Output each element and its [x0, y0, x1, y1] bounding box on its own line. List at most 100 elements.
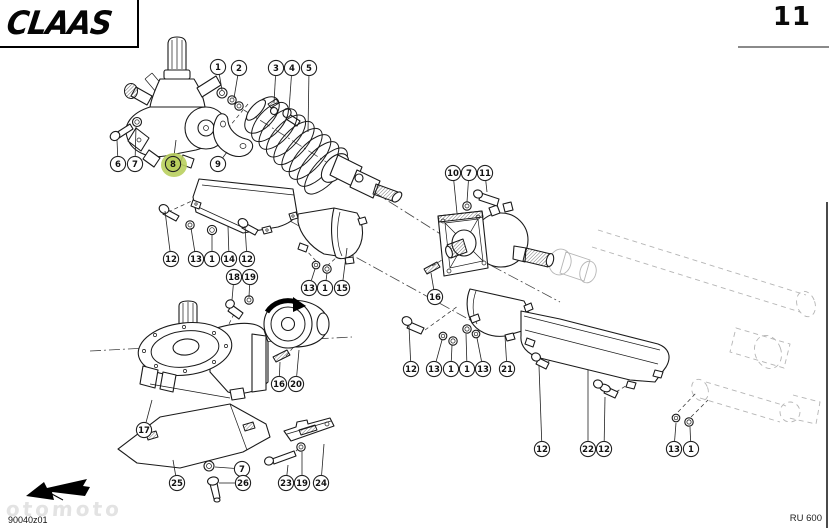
callout-1[interactable]: 1: [209, 58, 227, 91]
callout-number: 13: [428, 365, 440, 375]
callout-12[interactable]: 12: [402, 325, 420, 378]
callout-1[interactable]: 1: [316, 272, 334, 297]
callout-16[interactable]: 16: [426, 272, 444, 306]
callout-13[interactable]: 13: [425, 339, 443, 378]
callout-circle[interactable]: [283, 59, 301, 77]
callout-25[interactable]: 25: [168, 459, 186, 492]
callout-1[interactable]: 1: [203, 234, 221, 268]
callout-circle[interactable]: [300, 279, 318, 297]
callout-circle[interactable]: [164, 155, 182, 173]
callout-number: 12: [598, 445, 610, 455]
callout-circle[interactable]: [402, 360, 420, 378]
callout-circle[interactable]: [425, 360, 443, 378]
callout-2[interactable]: 2: [230, 59, 248, 99]
callout-13[interactable]: 13: [665, 422, 683, 458]
callout-12[interactable]: 12: [595, 396, 613, 458]
callout-circle[interactable]: [277, 474, 295, 492]
callout-circle[interactable]: [162, 250, 180, 268]
part-pulley-20: [263, 297, 330, 363]
callout-circle[interactable]: [682, 440, 700, 458]
callout-22[interactable]: 22: [579, 370, 597, 458]
callout-13[interactable]: 13: [300, 268, 318, 297]
callout-circle[interactable]: [460, 164, 478, 182]
callout-circle[interactable]: [209, 155, 227, 173]
callout-number: 25: [171, 479, 183, 489]
callout-12[interactable]: 12: [533, 365, 551, 458]
callout-9[interactable]: 9: [209, 151, 228, 173]
callout-circle[interactable]: [126, 155, 144, 173]
callout-circle[interactable]: [579, 440, 597, 458]
callout-7[interactable]: 7: [126, 126, 144, 173]
leader-line: [504, 335, 507, 361]
callout-11[interactable]: 11: [476, 164, 494, 193]
callout-1[interactable]: 1: [682, 426, 700, 458]
callout-10[interactable]: 10: [444, 164, 462, 214]
callout-circle[interactable]: [209, 58, 227, 76]
leader-line: [476, 337, 482, 362]
callout-circle[interactable]: [474, 360, 492, 378]
callout-12[interactable]: 12: [162, 210, 180, 268]
callout-circle[interactable]: [238, 250, 256, 268]
callout-circle[interactable]: [109, 155, 127, 173]
callout-circle[interactable]: [333, 279, 351, 297]
callout-23[interactable]: 23: [277, 464, 295, 492]
callout-15[interactable]: 15: [333, 247, 351, 297]
callout-circle[interactable]: [444, 164, 462, 182]
callout-5[interactable]: 5: [300, 59, 318, 133]
callout-16[interactable]: 16: [270, 361, 288, 393]
callout-number: 9: [215, 160, 221, 170]
callout-circle[interactable]: [533, 440, 551, 458]
callout-circle[interactable]: [225, 268, 243, 286]
callout-circle[interactable]: [498, 360, 516, 378]
part-nut-7-bolt-26: [203, 460, 221, 503]
callout-circle[interactable]: [230, 59, 248, 77]
callout-7[interactable]: 7: [460, 164, 478, 203]
callout-circle[interactable]: [442, 360, 460, 378]
callout-number: 13: [668, 445, 680, 455]
leader-line: [307, 76, 310, 133]
callout-number: 14: [223, 255, 235, 265]
callout-circle[interactable]: [241, 268, 259, 286]
callout-circle[interactable]: [476, 164, 494, 182]
callout-circle[interactable]: [267, 59, 285, 77]
callout-4[interactable]: 4: [283, 59, 301, 111]
callout-circle[interactable]: [135, 421, 153, 439]
callout-13[interactable]: 13: [187, 227, 205, 268]
callout-3[interactable]: 3: [267, 59, 285, 104]
callout-24[interactable]: 24: [312, 443, 330, 492]
callout-circle[interactable]: [168, 474, 186, 492]
part-upper-gearbox: [124, 36, 228, 169]
callout-circle[interactable]: [187, 250, 205, 268]
callout-circle[interactable]: [293, 474, 311, 492]
callout-1[interactable]: 1: [442, 344, 460, 378]
callout-19[interactable]: 19: [293, 452, 311, 492]
callout-8[interactable]: 8: [161, 139, 187, 177]
callout-circle[interactable]: [595, 440, 613, 458]
callout-17[interactable]: 17: [135, 399, 153, 439]
callout-19[interactable]: 19: [241, 268, 259, 298]
callout-13[interactable]: 13: [474, 337, 492, 378]
callout-circle[interactable]: [426, 288, 444, 306]
callout-circle[interactable]: [270, 375, 288, 393]
callout-18[interactable]: 18: [225, 268, 243, 301]
callout-1[interactable]: 1: [458, 333, 476, 378]
callout-21[interactable]: 21: [498, 335, 516, 378]
leader-line: [172, 459, 176, 476]
callout-circle[interactable]: [234, 474, 252, 492]
callout-20[interactable]: 20: [287, 349, 305, 393]
callout-number: 4: [289, 64, 295, 74]
callout-circle[interactable]: [300, 59, 318, 77]
callout-circle[interactable]: [220, 250, 238, 268]
callout-circle[interactable]: [665, 440, 683, 458]
callout-14[interactable]: 14: [220, 225, 238, 268]
callout-12[interactable]: 12: [238, 225, 256, 268]
callout-6[interactable]: 6: [109, 139, 127, 173]
callout-circle[interactable]: [458, 360, 476, 378]
callout-circle[interactable]: [316, 279, 334, 297]
callout-circle[interactable]: [203, 250, 221, 268]
callout-7[interactable]: 7: [214, 460, 251, 478]
callout-26[interactable]: 26: [219, 474, 252, 492]
callout-circle[interactable]: [287, 375, 305, 393]
callout-circle[interactable]: [312, 474, 330, 492]
leader-line: [485, 181, 488, 193]
